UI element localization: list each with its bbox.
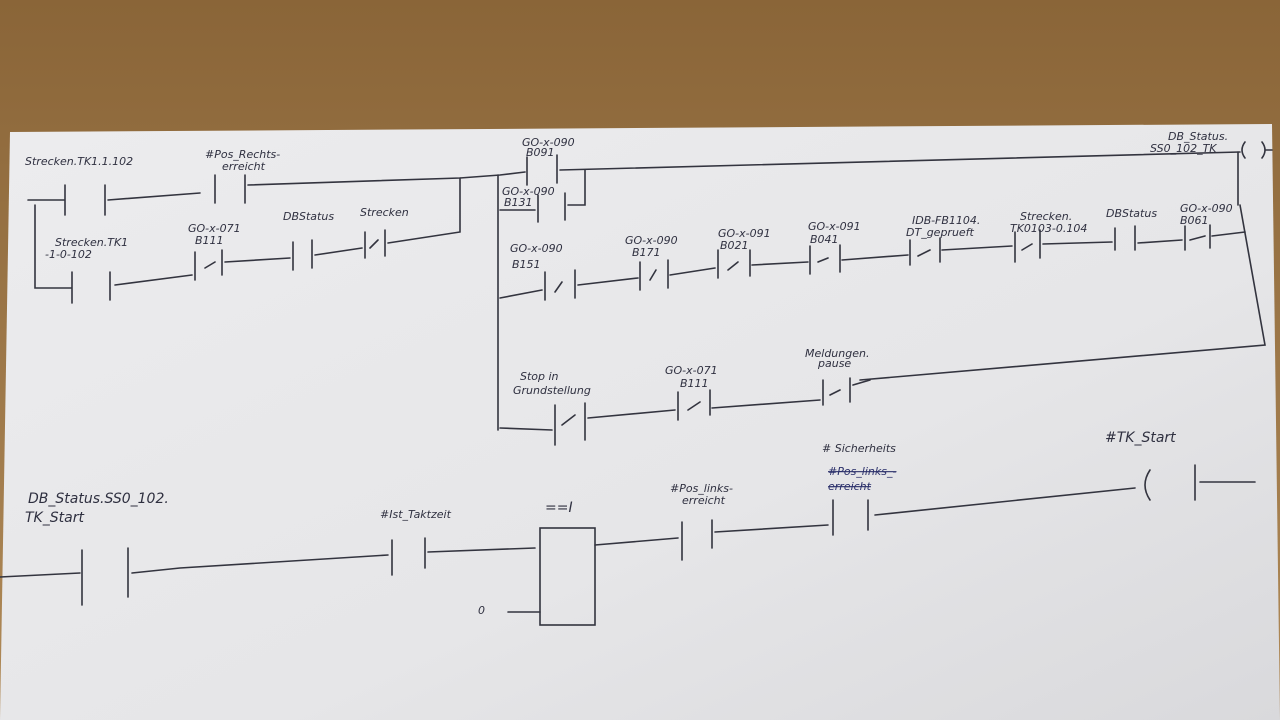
label-dbstatus-2: DBStatus <box>1106 207 1157 220</box>
label-b151-2: B151 <box>512 258 541 271</box>
label-struck-pos-links: #Pos_links_- <box>828 465 896 478</box>
label-tk0103-2: TK0103-0.104 <box>1010 222 1087 235</box>
coil-ss0-102-tk <box>1241 141 1273 159</box>
label-tk0103: Strecken. <box>1020 210 1072 223</box>
label-sicherheits: # Sicherheits <box>822 442 896 455</box>
label-b131-2: B131 <box>504 196 533 209</box>
label-coil-db-status-2: SS0_102_TK <box>1150 142 1217 155</box>
label-fb1104: IDB-FB1104. <box>912 214 980 227</box>
label-strecken: Strecken <box>360 206 409 219</box>
paper-sheet <box>0 124 1280 720</box>
label-b041: GO-x-091 <box>808 220 861 233</box>
label-b021: GO-x-091 <box>718 227 771 240</box>
label-b171-2: B171 <box>632 246 661 259</box>
label-strecken-tk1-1-102: Strecken.TK1.1.102 <box>25 155 133 168</box>
rung-1: Strecken.TK1.1.102 #Pos_Rechts- erreicht… <box>25 130 1273 446</box>
label-b021-2: B021 <box>720 239 749 252</box>
label-meldungen: Meldungen. <box>805 347 869 360</box>
label-struck-pos-links-2: erreicht <box>828 480 872 493</box>
label-b111b-2: B111 <box>680 377 709 390</box>
label-pos-rechts: #Pos_Rechts- <box>205 148 280 161</box>
label-compare-eq-int: ==I <box>545 500 573 516</box>
label-tk-start-coil: #TK_Start <box>1105 430 1176 446</box>
label-fb1104-2: DT_geprueft <box>906 226 975 239</box>
label-compare-zero: 0 <box>478 604 485 617</box>
label-stop-2: Grundstellung <box>513 384 591 397</box>
label-b171: GO-x-090 <box>625 234 678 247</box>
label-tk-start-contact-2: TK_Start <box>25 510 84 526</box>
label-b041-2: B041 <box>810 233 839 246</box>
label-b061-2: B061 <box>1180 214 1209 227</box>
label-pos-rechts-2: erreicht <box>222 160 266 173</box>
label-tk-start-contact: DB_Status.SS0_102. <box>28 491 169 507</box>
label-b091-2: B091 <box>526 146 555 159</box>
label-stop: Stop in <box>520 370 559 383</box>
label-ist-taktzeit: #Ist_Taktzeit <box>380 508 452 521</box>
compare-box <box>539 527 596 626</box>
label-meldungen-2: pause <box>817 357 851 370</box>
label-b131: GO-x-090 <box>502 185 555 198</box>
label-dbstatus: DBStatus <box>283 210 334 223</box>
label-branch-tk1-2: -1-0-102 <box>45 248 92 261</box>
label-coil-db-status: DB_Status. <box>1168 130 1228 143</box>
label-b111b: GO-x-071 <box>665 364 718 377</box>
label-b151: GO-x-090 <box>510 242 563 255</box>
label-b111-2: B111 <box>195 234 224 247</box>
label-pos-links: #Pos_links- <box>670 482 733 495</box>
label-b061: GO-x-090 <box>1180 202 1233 215</box>
label-branch-tk1: Strecken.TK1 <box>55 236 128 249</box>
label-b111: GO-x-071 <box>188 222 241 235</box>
rung-2: DB_Status.SS0_102. TK_Start #Ist_Taktzei… <box>0 430 1256 626</box>
label-b091: GO-x-090 <box>522 136 575 149</box>
label-pos-links-2: erreicht <box>682 494 726 507</box>
